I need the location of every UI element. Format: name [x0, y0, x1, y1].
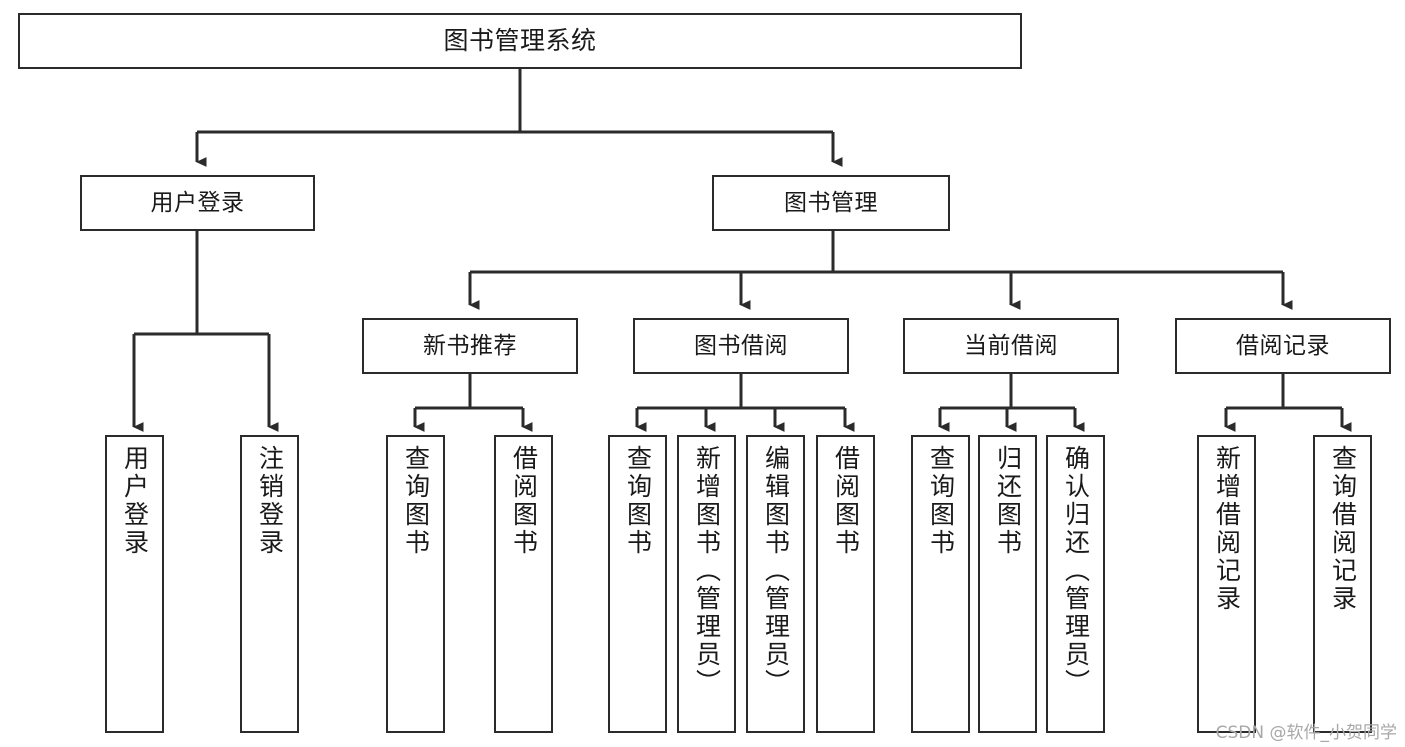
node-current-borrow-label: 当前借阅 [964, 332, 1058, 359]
node-leaf-user-login[interactable]: 用户登录 [105, 435, 164, 733]
watermark: CSDN @软件_小贺同学 [1215, 723, 1397, 743]
node-leaf-confirm-return-label: 确认归还（管理员） [1061, 445, 1091, 697]
node-leaf-query-book-3-label: 查询图书 [926, 445, 956, 557]
node-leaf-borrow-book-1-label: 借阅图书 [509, 445, 539, 557]
node-new-book-rec-label: 新书推荐 [423, 332, 517, 359]
node-leaf-query-record[interactable]: 查询借阅记录 [1313, 435, 1372, 733]
node-user-login-label: 用户登录 [150, 189, 245, 216]
node-leaf-user-login-label: 用户登录 [120, 445, 150, 557]
node-root-label: 图书管理系统 [443, 26, 597, 56]
node-borrow-record-label: 借阅记录 [1236, 332, 1330, 359]
node-book-manage[interactable]: 图书管理 [712, 175, 950, 231]
node-leaf-add-record[interactable]: 新增借阅记录 [1197, 435, 1256, 733]
node-root[interactable]: 图书管理系统 [18, 13, 1022, 69]
node-book-borrow[interactable]: 图书借阅 [633, 318, 849, 374]
node-user-login[interactable]: 用户登录 [80, 175, 315, 231]
node-leaf-query-book-1[interactable]: 查询图书 [386, 435, 445, 733]
node-leaf-return-book[interactable]: 归还图书 [978, 435, 1037, 733]
node-leaf-borrow-book-2-label: 借阅图书 [831, 445, 861, 557]
node-borrow-record[interactable]: 借阅记录 [1175, 318, 1391, 374]
node-leaf-logout-label: 注销登录 [255, 445, 285, 557]
node-leaf-query-book-3[interactable]: 查询图书 [911, 435, 970, 733]
node-leaf-query-book-2-label: 查询图书 [623, 445, 653, 557]
node-leaf-logout[interactable]: 注销登录 [240, 435, 299, 733]
node-leaf-borrow-book-2[interactable]: 借阅图书 [816, 435, 875, 733]
node-book-borrow-label: 图书借阅 [694, 332, 788, 359]
node-leaf-edit-book[interactable]: 编辑图书（管理员） [746, 435, 805, 733]
node-leaf-query-book-1-label: 查询图书 [401, 445, 431, 557]
node-leaf-borrow-book-1[interactable]: 借阅图书 [494, 435, 553, 733]
node-leaf-add-book-label: 新增图书（管理员） [692, 445, 722, 697]
node-leaf-return-book-label: 归还图书 [993, 445, 1023, 557]
node-current-borrow[interactable]: 当前借阅 [903, 318, 1119, 374]
node-new-book-rec[interactable]: 新书推荐 [362, 318, 578, 374]
node-book-manage-label: 图书管理 [784, 189, 878, 216]
node-leaf-confirm-return[interactable]: 确认归还（管理员） [1046, 435, 1105, 733]
node-leaf-edit-book-label: 编辑图书（管理员） [761, 445, 791, 697]
node-leaf-query-record-label: 查询借阅记录 [1328, 445, 1358, 613]
node-leaf-query-book-2[interactable]: 查询图书 [608, 435, 667, 733]
node-leaf-add-book[interactable]: 新增图书（管理员） [677, 435, 736, 733]
node-leaf-add-record-label: 新增借阅记录 [1212, 445, 1242, 613]
